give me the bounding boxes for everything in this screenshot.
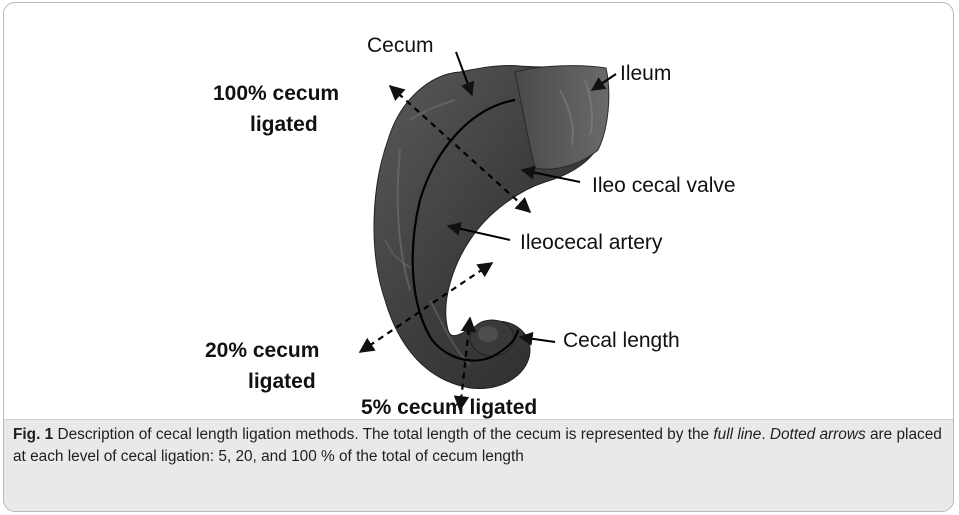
label-100-ligated-line2: ligated: [250, 113, 318, 136]
label-ileocecal-artery: Ileocecal artery: [520, 231, 663, 254]
label-100-ligated-line1: 100% cecum: [213, 82, 339, 105]
caption-italic-dotted-arrows: Dotted arrows: [770, 426, 866, 443]
caption-fig-label: Fig. 1: [13, 426, 53, 443]
label-20-ligated-line2: ligated: [248, 370, 316, 393]
label-cecum: Cecum: [367, 34, 434, 57]
caption-text-2: .: [761, 426, 770, 443]
figure-caption: Fig. 1 Description of cecal length ligat…: [13, 424, 948, 468]
label-ileum: Ileum: [620, 62, 671, 85]
cecum-figure: Cecum Ileum Ileo cecal valve Ileocecal a…: [0, 0, 959, 420]
caption-text-1: Description of cecal length ligation met…: [53, 426, 713, 443]
label-cecal-length: Cecal length: [563, 329, 680, 352]
label-20-ligated-line1: 20% cecum: [205, 339, 319, 362]
label-ileo-cecal-valve: Ileo cecal valve: [592, 174, 736, 197]
label-5-ligated: 5% cecum ligated: [361, 396, 537, 419]
caption-italic-full-line: full line: [713, 426, 761, 443]
